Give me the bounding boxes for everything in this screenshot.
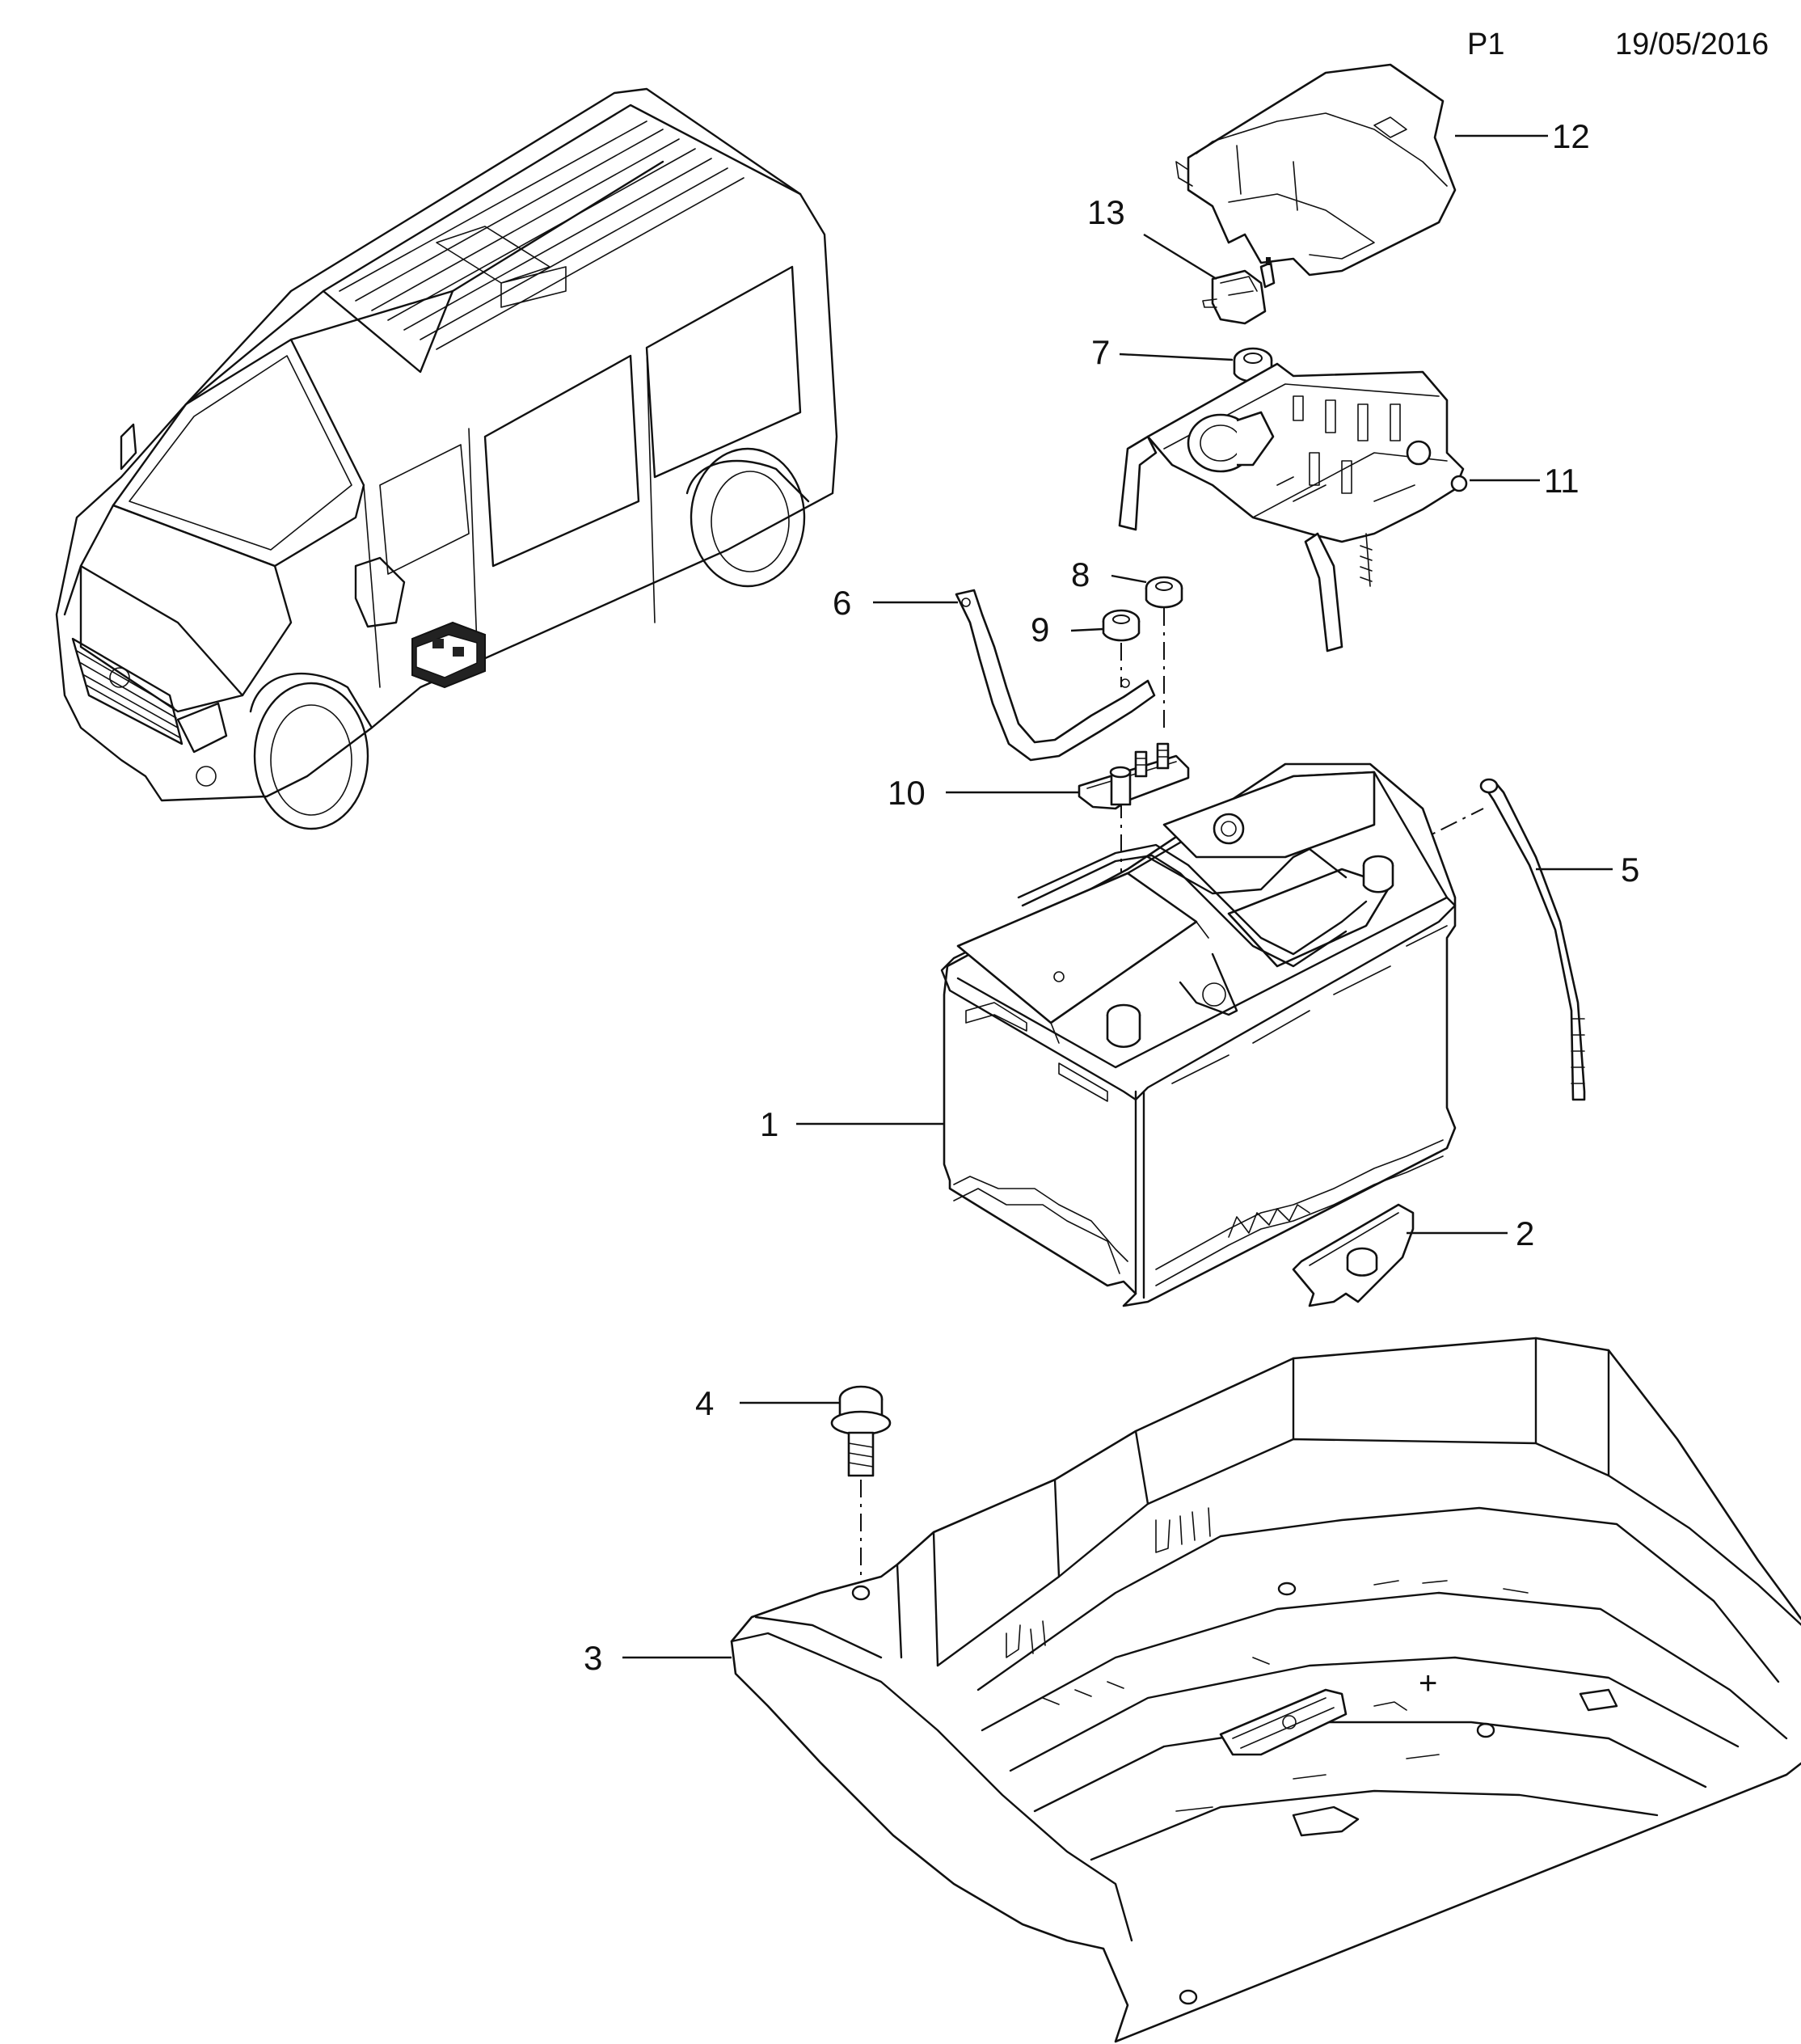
leader-7 bbox=[1119, 353, 1234, 361]
battery-location-icon bbox=[411, 621, 486, 689]
callout-4: 4 bbox=[695, 1384, 714, 1422]
part-1-battery bbox=[940, 762, 1457, 1307]
part-11-fuse-box bbox=[1118, 362, 1468, 652]
van-overview-illustration bbox=[55, 87, 838, 830]
part-9-nut bbox=[1102, 609, 1141, 642]
callout-12: 12 bbox=[1552, 117, 1590, 155]
leader-13 bbox=[1143, 233, 1217, 281]
callout-9: 9 bbox=[1031, 610, 1049, 648]
part-12-terminal-cover bbox=[1175, 63, 1457, 277]
part-13-connector bbox=[1202, 257, 1276, 325]
part-8-nut bbox=[1145, 576, 1183, 609]
part-10-terminal-clamp bbox=[1078, 742, 1190, 810]
leader-8 bbox=[1111, 574, 1147, 584]
callout-11: 11 bbox=[1544, 462, 1580, 500]
battery-terminal-positive bbox=[1362, 855, 1394, 893]
callout-10: 10 bbox=[888, 774, 926, 812]
callout-8: 8 bbox=[1071, 555, 1090, 593]
callout-labels: 12 13 7 11 8 6 9 10 5 1 2 4 3 bbox=[584, 117, 1639, 1677]
tray-polarity-marking: + bbox=[1419, 1666, 1437, 1701]
part-3-battery-tray: + bbox=[730, 1337, 1801, 2043]
callout-13: 13 bbox=[1087, 193, 1125, 231]
callout-6: 6 bbox=[833, 584, 851, 622]
leader-9 bbox=[1070, 627, 1104, 632]
callout-5: 5 bbox=[1621, 851, 1639, 889]
callout-3: 3 bbox=[584, 1639, 602, 1677]
callout-7: 7 bbox=[1091, 333, 1110, 371]
callout-1: 1 bbox=[760, 1105, 778, 1143]
page-label: P1 bbox=[1467, 27, 1505, 61]
part-6-ground-strap bbox=[955, 589, 1156, 762]
part-2-hold-down-clamp bbox=[1292, 1203, 1415, 1307]
callout-2: 2 bbox=[1516, 1214, 1534, 1252]
battery-terminal-negative bbox=[1106, 1003, 1141, 1049]
part-5-cable bbox=[1479, 778, 1586, 1101]
part-4-bolt bbox=[830, 1385, 892, 1477]
diagram-date: 19/05/2016 bbox=[1615, 27, 1769, 61]
